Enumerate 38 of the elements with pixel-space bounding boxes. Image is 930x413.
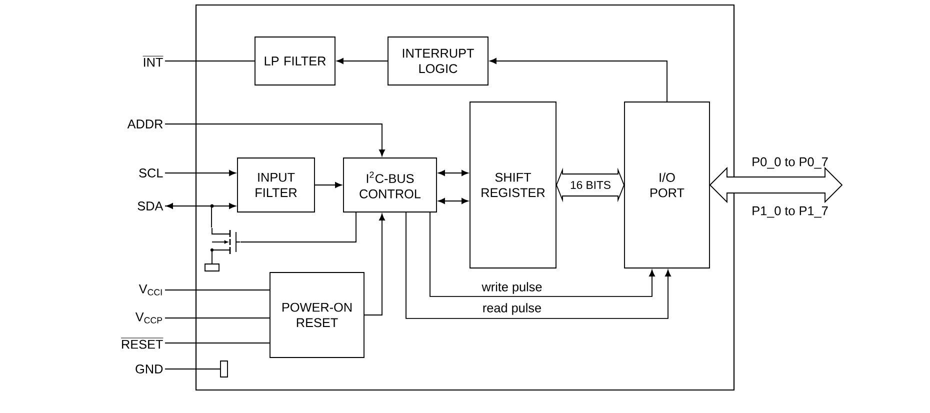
block-box: SHIFT REGISTER xyxy=(470,102,556,268)
pin-label: ADDR xyxy=(127,120,163,128)
arrow xyxy=(166,203,236,209)
edge-label: 16 BITS xyxy=(570,181,610,189)
pin-label: SDA xyxy=(138,202,164,210)
port-label: P1_0 to P1_7 xyxy=(752,206,828,218)
port-label: P0_0 to P0_7 xyxy=(752,157,828,169)
block-box: I/O PORT xyxy=(624,102,710,268)
arrow xyxy=(430,212,655,297)
connector-line xyxy=(164,342,270,344)
pin-label: V$_{CCI}$ xyxy=(138,284,162,296)
block-box: INPUT FILTER xyxy=(237,158,315,212)
arrow xyxy=(490,58,668,102)
block-box: POWER-ON RESET xyxy=(270,272,364,358)
pin-label: RESET xyxy=(120,338,164,349)
block-box: LP FILTER xyxy=(254,36,336,86)
connector-line xyxy=(164,368,221,370)
ground-terminal xyxy=(220,360,228,378)
arrow xyxy=(314,182,342,188)
edge-label: write pulse xyxy=(480,280,544,296)
arrow xyxy=(438,198,468,204)
pin-label: V$_{CCP}$ xyxy=(135,312,162,324)
block-box: INTERRUPT LOGIC xyxy=(388,36,488,86)
pin-label: GND xyxy=(136,364,163,374)
arrow xyxy=(164,124,385,156)
arrow xyxy=(164,170,236,176)
pin-label: INT xyxy=(142,56,164,67)
connector-line xyxy=(164,60,256,62)
pin-label: SCL xyxy=(139,168,163,178)
connector-line xyxy=(164,206,212,228)
block-box: I$^{2}$C-BUS CONTROL xyxy=(343,158,437,212)
arrow xyxy=(406,212,671,319)
arrow xyxy=(364,214,385,316)
arrow xyxy=(336,58,388,64)
connector-line xyxy=(240,212,356,242)
edge-label: read pulse xyxy=(481,302,543,316)
arrow xyxy=(438,170,468,176)
transistor-drawing xyxy=(204,228,240,272)
